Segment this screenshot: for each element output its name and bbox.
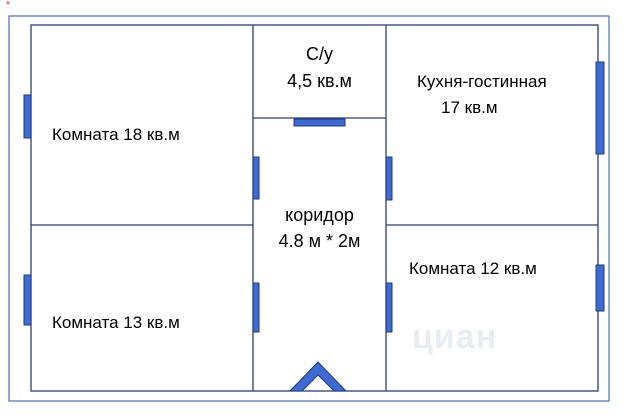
bath-area: 4,5 кв.м — [287, 71, 352, 91]
door-kitchen — [385, 156, 393, 201]
window-left-lower — [23, 274, 32, 326]
window-left-upper — [23, 94, 32, 139]
door-room12 — [385, 282, 393, 333]
entrance-arrow-icon — [288, 361, 348, 392]
bath-name: С/у — [306, 44, 333, 64]
room13-label: Комната 13 кв.м — [52, 313, 180, 332]
room12-label: Комната 12 кв.м — [409, 259, 537, 278]
corner-marker: * — [6, 0, 10, 11]
window-right-upper — [595, 61, 605, 155]
kitchen-area: 17 кв.м — [441, 98, 498, 117]
corridor-name: коридор — [285, 205, 354, 225]
corridor-size: 4.8 м * 2м — [278, 231, 361, 251]
door-room18 — [252, 156, 260, 200]
door-room13 — [252, 282, 260, 333]
watermark: циан — [412, 318, 498, 356]
window-right-lower — [595, 264, 605, 312]
outer-wall — [8, 15, 610, 402]
room18-label: Комната 18 кв.м — [52, 125, 180, 144]
door-bath — [293, 118, 346, 127]
inner-wall — [30, 24, 599, 392]
kitchen-name: Кухня-гостинная — [417, 72, 547, 91]
